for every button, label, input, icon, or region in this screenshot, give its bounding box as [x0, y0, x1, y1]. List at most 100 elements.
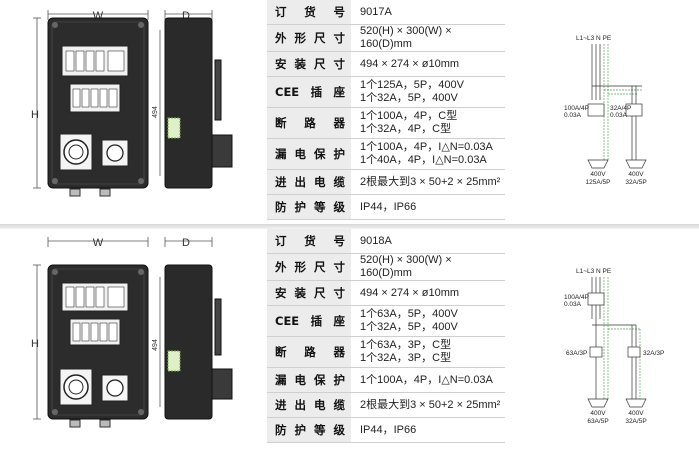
breaker-1-label: 100A/4P [564, 105, 589, 112]
spec-label: 漏电保护 [267, 367, 351, 393]
spec-value-line: 9017A [360, 5, 392, 18]
spec-value-line: 1个32A，4P，C型 [360, 123, 452, 135]
height-label: H [31, 338, 39, 350]
width-label: W [93, 10, 104, 22]
spec-value-line: IP44，IP66 [360, 200, 417, 213]
depth-label: D [182, 237, 190, 249]
socket-32a-icon [106, 144, 124, 162]
spec-value-line: 1个100A，4P，C型 [360, 110, 458, 122]
spec-value: 9018A [351, 229, 505, 254]
spec-row: 外形尺寸 520(H) × 300(W) × 160(D)mm [267, 253, 505, 281]
breaker-1-rcd-label: 0.03A [564, 112, 582, 119]
bus-label: L1~L3 N PE [576, 35, 612, 42]
outlet-1-rating: 125A/5P [586, 179, 611, 186]
depth-label: D [182, 10, 190, 22]
spec-value-line: 1个40A，4P，I△N=0.03A [360, 154, 487, 166]
spec-label: 漏电保护 [267, 138, 351, 170]
product-section-9017a: W H D [0, 0, 699, 224]
spec-value-line: 494 × 274 × ø10mm [360, 286, 460, 299]
spec-value: 9017A [351, 0, 505, 25]
spec-label: 外形尺寸 [267, 24, 351, 52]
mount-dim-label: 494 [152, 339, 159, 351]
spec-label: 安装尺寸 [267, 51, 351, 77]
enclosure-side [164, 17, 213, 189]
wiring-schematic: L1~L3 N PE 100A/4P 0.03A 32A/4P 0.03A 40… [564, 35, 647, 186]
outlet-2-rating: 32A/5P [625, 179, 646, 186]
mount-dim-label: 494 [152, 106, 159, 118]
spec-label: 外形尺寸 [267, 253, 351, 281]
spec-value: 1个100A，4P，I△N=0.03A [351, 367, 505, 393]
spec-label: 防护等级 [267, 417, 351, 443]
spec-row: 进出电缆 2根最大到3 × 50+2 × 25mm² [267, 392, 505, 418]
spec-value: 494 × 274 × ø10mm [351, 280, 505, 306]
spec-value: 520(H) × 300(W) × 160(D)mm [351, 253, 505, 281]
wiring-schematic: L1~L3 N PE 100A/4P 0.03A 63A/3P 32A/3P 4… [564, 268, 664, 425]
outlet-1-icon [587, 159, 609, 169]
width-label: W [93, 237, 104, 249]
enclosure-drawing: W H D [31, 10, 233, 197]
breaker-2-label: 32A/3P [643, 350, 664, 357]
spec-value-line: 1个100A，4P，I△N=0.03A [360, 373, 493, 386]
spec-label: 订货号 [267, 0, 351, 25]
outlet-1-voltage: 400V [590, 171, 606, 178]
spec-value: 520(H) × 300(W) × 160(D)mm [351, 24, 505, 52]
spec-value-line: 1个63A，3P，C型 [360, 339, 452, 351]
height-label: H [31, 109, 39, 121]
spec-row: 安装尺寸 494 × 274 × ø10mm [267, 280, 505, 306]
spec-label: 防护等级 [267, 194, 351, 220]
outlet-1-voltage: 400V [590, 410, 606, 417]
spec-value-line: 520(H) × 300(W) × 160(D)mm [360, 254, 452, 279]
spec-row: 订货号 9017A [267, 0, 505, 25]
spec-value-line: 1个63A，5P，400V [360, 308, 458, 320]
spec-label: 订货号 [267, 229, 351, 254]
spec-value-line: 9018A [360, 234, 392, 247]
outlet-2-voltage: 400V [628, 410, 644, 417]
outlet-2-icon [625, 159, 647, 169]
spec-label: 安装尺寸 [267, 280, 351, 306]
spec-row: 防护等级 IP44，IP66 [267, 417, 505, 443]
spec-label: 进出电缆 [267, 392, 351, 418]
breaker-2-label: 32A/4P [610, 105, 631, 112]
spec-row: 订货号 9018A [267, 229, 505, 254]
outlet-1-icon [587, 398, 609, 408]
spec-label: 断路器 [267, 107, 351, 139]
spec-value-line: 2根最大到3 × 50+2 × 25mm² [360, 398, 501, 411]
breaker-main-rcd-label: 0.03A [564, 301, 582, 308]
spec-value-line: 1个32A，5P，400V [360, 92, 458, 104]
spec-row: 漏电保护 1个100A，4P，I△N=0.03A [267, 367, 505, 393]
outlet-2-rating: 32A/5P [625, 418, 646, 425]
enclosure-side [164, 264, 213, 420]
bus-label: L1~L3 N PE [576, 268, 612, 275]
spec-label: CEE插座 [267, 305, 351, 337]
spec-value: IP44，IP66 [351, 194, 505, 220]
breaker-2-rcd-label: 0.03A [610, 112, 628, 119]
socket-32a-icon [106, 379, 124, 397]
breaker-1-label: 63A/3P [566, 350, 587, 357]
spec-value-line: 1个125A，5P，400V [360, 79, 464, 91]
spec-label: CEE插座 [267, 76, 351, 108]
outlet-2-icon [625, 398, 647, 408]
spec-value: 2根最大到3 × 50+2 × 25mm² [351, 169, 505, 195]
spec-label: 断路器 [267, 336, 351, 368]
spec-value: IP44，IP66 [351, 417, 505, 443]
spec-label: 进出电缆 [267, 169, 351, 195]
section-divider [0, 224, 699, 229]
spec-value-line: 1个32A，3P，C型 [360, 352, 452, 364]
outlet-1-rating: 63A/5P [587, 418, 608, 425]
socket-125a-icon [63, 139, 89, 165]
outlet-2-voltage: 400V [628, 171, 644, 178]
spec-value: 2根最大到3 × 50+2 × 25mm² [351, 392, 505, 418]
spec-value-line: IP44，IP66 [360, 423, 417, 436]
